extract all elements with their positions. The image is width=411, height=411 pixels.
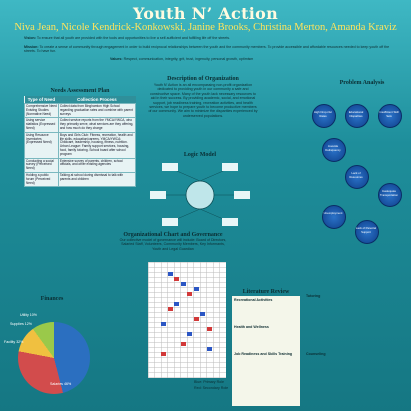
problem-node-label: Educational Disparities	[348, 110, 364, 119]
governance-grid	[148, 262, 226, 378]
slice-label: Salaries	[50, 382, 63, 386]
problem-node	[378, 104, 402, 128]
problem-node-label: Lack of Parental Support	[355, 226, 377, 235]
pie-label-utility: Utility 10%	[20, 313, 37, 317]
problem-node-label: Insufficient Skill Sets	[379, 110, 399, 119]
org-chart-text: Our collective model of governance will …	[119, 238, 227, 251]
slice-label: Facility	[4, 340, 16, 344]
table-cell: Comprehensive Need Existing Studies (Nor…	[24, 102, 59, 119]
lit-heading: Job Readiness and Skills Training	[234, 352, 293, 356]
lit-heading: Recreational Activities	[234, 298, 273, 302]
table-row: Holding a public forum (Perceived Need)T…	[24, 171, 137, 188]
problem-node	[345, 104, 369, 128]
problem-node-label: Juvenile Delinquency	[325, 144, 341, 153]
legend-secondary: Red: Secondary Role	[194, 386, 229, 390]
logic-model-title: Logic Model	[183, 152, 217, 158]
description-title: Description of Organization	[167, 76, 239, 82]
values-statement: Values: Respect, communication, integrit…	[110, 57, 310, 61]
problem-node-label: Lack of Resources	[349, 171, 363, 180]
governance-marks	[161, 272, 212, 356]
table-cell: Using Resource Inventories (Expressed Ne…	[24, 131, 59, 159]
description-section: Description of Organization Youth N’ Act…	[148, 76, 258, 118]
pie-label-supplies: Supplies 12%	[10, 322, 32, 326]
org-chart-section: Organizational Chart and Governance Our …	[118, 232, 228, 251]
vision-text: To ensure that all youth are provided wi…	[36, 36, 231, 40]
table-row: Using Resource Inventories (Expressed Ne…	[24, 131, 137, 159]
needs-title: Needs Assessment Plan	[50, 88, 110, 94]
table-cell: Collect service reports from the YMCA/YW…	[57, 117, 137, 133]
author-list: Niva Jean, Nicole Kendrick-Konkowski, Ja…	[14, 22, 397, 33]
poster-title: Youth N’ Action	[132, 4, 279, 23]
lit-heading: Counseling	[306, 352, 326, 356]
finances-title: Finances	[40, 296, 64, 302]
values-text: Respect, communication, integrity, grit,…	[123, 57, 254, 61]
finances-pie-chart	[18, 322, 90, 394]
pie-label-facility: Facility 32%	[4, 340, 23, 344]
problem-node	[312, 104, 336, 128]
table-row: Comprehensive Need Existing Studies (Nor…	[24, 102, 137, 119]
problem-node-label: Inadequate Transportation	[380, 189, 398, 198]
problem-node	[322, 205, 346, 229]
table-cell: Conducting a social survey (Perceived Ne…	[24, 157, 59, 173]
mission-text: To create a sense of community through e…	[24, 45, 390, 54]
table-row: Using service statistics (Expressed Need…	[24, 117, 137, 133]
slice-pct: 32%	[16, 340, 24, 344]
table-cell: Collect data from Binghamton High School…	[57, 102, 137, 119]
problem-node-label: High Drop-Out Rates	[313, 110, 333, 119]
values-label: Values:	[110, 57, 123, 61]
org-chart-title: Organizational Chart and Governance	[123, 232, 223, 238]
needs-header-type: Type of Need	[24, 96, 59, 104]
mission-statement: Mission: To create a sense of community …	[24, 45, 390, 54]
table-cell: Extensive survey of parents, children, s…	[57, 157, 137, 173]
legend-primary: Blue: Primary Role	[194, 380, 224, 384]
lit-heading: Tutoring	[306, 294, 321, 298]
slice-pct: 10%	[29, 313, 37, 317]
problem-node-label: Unemployment	[323, 211, 343, 215]
vision-label: Vision:	[24, 36, 36, 40]
slice-pct: 12%	[24, 322, 32, 326]
problem-title: Problem Analysis	[339, 80, 385, 86]
needs-table: Type of Need Collection Process Comprehe…	[24, 96, 137, 188]
slice-label: Utility	[20, 313, 29, 317]
mission-label: Mission:	[24, 45, 39, 49]
table-row: Conducting a social survey (Perceived Ne…	[24, 157, 137, 173]
needs-header-process: Collection Process	[58, 96, 136, 104]
literature-title: Literature Review	[242, 289, 290, 295]
problem-node	[322, 138, 346, 162]
pie-label-salaries: Salaries 46%	[50, 382, 71, 386]
lit-heading: Health and Wellness	[234, 325, 269, 329]
table-cell: Using service statistics (Expressed Need…	[24, 117, 59, 133]
problem-node	[355, 220, 379, 244]
problem-node	[345, 165, 369, 189]
slice-label: Supplies	[10, 322, 24, 326]
literature-panel	[232, 296, 300, 406]
vision-statement: Vision: To ensure that all youth are pro…	[24, 36, 390, 40]
logic-model-diagram	[150, 163, 250, 226]
table-cell: Holding a public forum (Perceived Need)	[24, 171, 59, 188]
table-cell: Boys and Girls Club: Fitness, recreation…	[57, 131, 137, 159]
description-text: Youth N’ Action is an all encompassing n…	[148, 83, 258, 118]
table-cell: Talking at school during dismissal to ta…	[57, 171, 137, 188]
problem-node	[378, 183, 402, 207]
slice-pct: 46%	[63, 382, 72, 386]
